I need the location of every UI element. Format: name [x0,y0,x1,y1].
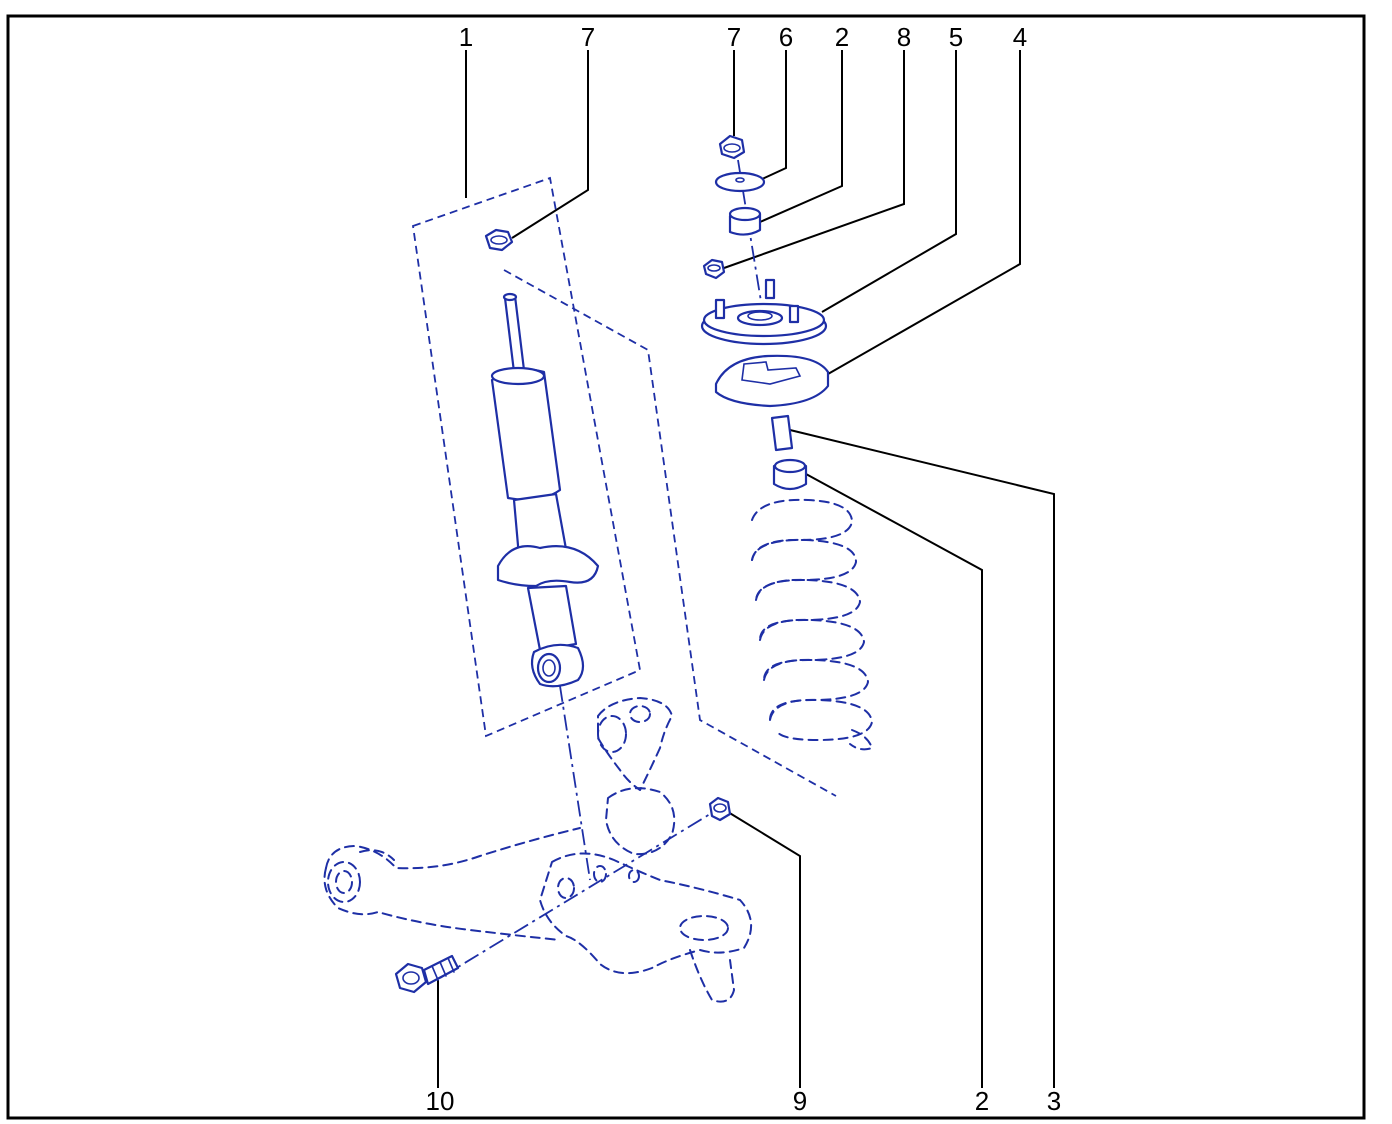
mount-stud-nut [702,258,726,280]
callout-labels: 1 7 7 6 2 8 5 4 10 9 2 3 [426,22,1062,1116]
shock-absorber-group-outline [412,176,642,738]
bolt-axis [439,807,721,979]
shock-lower-eye [530,643,585,688]
lower-bushing [772,458,808,491]
callout-1: 1 [459,22,473,52]
shock-mounting-axis [559,685,591,881]
callout-6: 6 [779,22,793,52]
callout-2-top: 2 [835,22,849,52]
lower-mount-nut [708,796,732,822]
leader-9 [727,811,801,1088]
top-mount-nut [718,134,746,160]
piston-rod [503,294,526,374]
callout-7-right: 7 [727,22,741,52]
leader-lines [437,50,1055,1088]
shock-upper-body [490,368,562,501]
leader-2-bottom [805,473,983,1088]
coil-spring [751,498,873,751]
callout-10: 10 [426,1086,455,1116]
shock-lower-tube [526,584,578,652]
shock-spring-seat [496,545,600,588]
callout-2-bottom: 2 [975,1086,989,1116]
top-washer [714,171,766,193]
leader-6 [759,50,787,181]
callout-8: 8 [897,22,911,52]
diagram-frame [6,14,1366,1120]
lower-mount-bolt [394,954,460,994]
callout-4: 4 [1013,22,1027,52]
callout-3: 3 [1047,1086,1061,1116]
leader-3 [789,429,1055,1088]
steering-knuckle-and-lower-arm [323,697,752,1003]
upper-spring-insulator [714,354,830,408]
callout-7-left: 7 [581,22,595,52]
shock-upper-cap [490,366,546,386]
leader-8 [723,50,905,269]
leader-5 [821,50,957,313]
callout-5: 5 [949,22,963,52]
strut-mount-plate [700,278,828,346]
upper-bushing [728,206,762,236]
shock-absorber [484,228,600,688]
leader-7-left [511,50,589,239]
leader-2-top [759,50,843,223]
strut-top-axis [737,159,765,321]
spring-assembly-group-outline [503,269,837,797]
shock-upper-nut [484,228,514,252]
piston-rod-tip [502,292,518,302]
callout-9: 9 [793,1086,807,1116]
bump-stop [770,414,794,452]
leader-4 [827,50,1021,375]
